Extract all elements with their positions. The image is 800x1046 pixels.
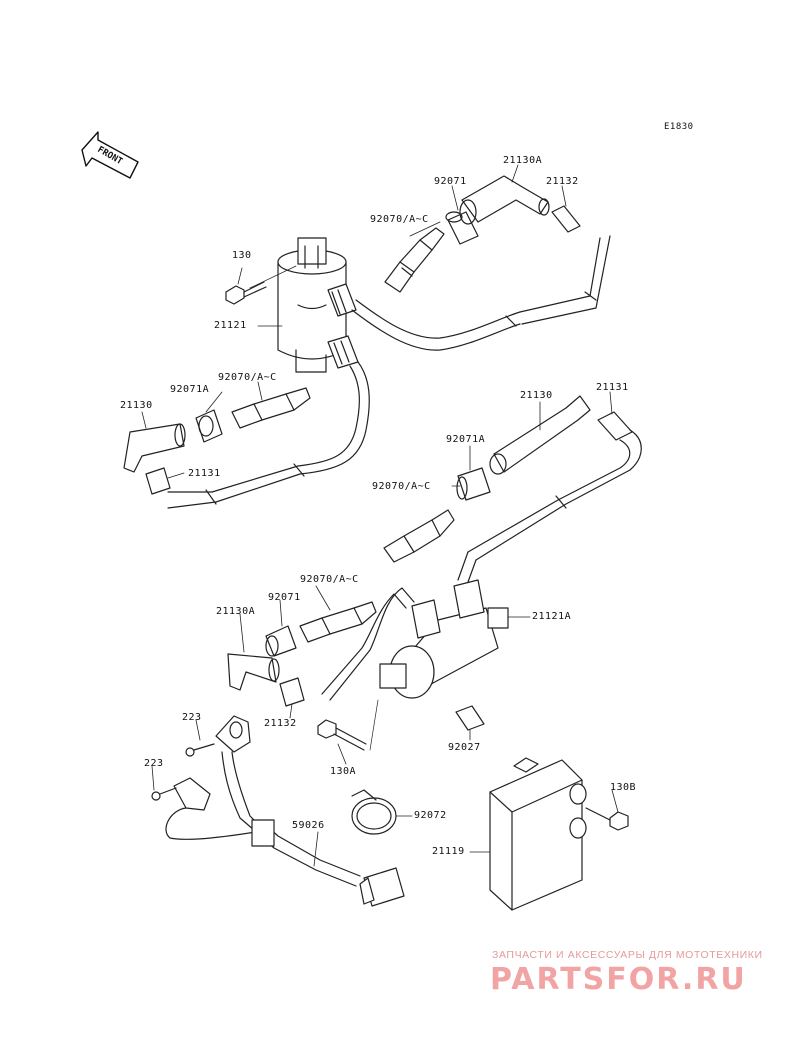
bolt-130 [225, 265, 297, 305]
cap-21132-top [551, 205, 581, 233]
bolt-130B [585, 807, 629, 831]
part-label-21130-right: 21130 [520, 390, 553, 401]
part-label-92072: 92072 [414, 810, 447, 821]
part-label-130: 130 [232, 250, 252, 261]
cap-21132-mid [279, 677, 305, 707]
part-label-92027: 92027 [448, 742, 481, 753]
part-label-130B: 130B [610, 782, 637, 793]
part-label-21130-left: 21130 [120, 400, 153, 411]
cap-21131-right [597, 411, 633, 441]
ht-lead-top [351, 235, 611, 351]
part-label-21132-top: 21132 [546, 176, 579, 187]
ignition-coil-21121A [379, 607, 509, 699]
plug-boot-21130A-mid [227, 653, 280, 691]
bolt-130A [317, 699, 379, 751]
part-label-92071A-left: 92071A [170, 384, 210, 395]
part-label-92071-mid: 92071 [268, 592, 301, 603]
part-label-21130A-top: 21130A [503, 155, 543, 166]
part-label-92070-left: 92070/A~C [218, 372, 277, 383]
sleeve-92027 [455, 705, 485, 731]
part-label-92070-top: 92070/A~C [370, 214, 429, 225]
ht-lead-left [167, 361, 370, 509]
ht-lead-right [457, 429, 642, 583]
part-label-21119: 21119 [432, 846, 465, 857]
part-label-21130A-mid: 21130A [216, 606, 256, 617]
plug-cap-92071-mid [265, 625, 297, 657]
screw-223-b [151, 787, 177, 801]
ht-lead-mid [321, 587, 415, 701]
igniter-unit-21119 [489, 757, 587, 911]
screw-223-a [185, 743, 215, 757]
coil-terminal-upper [327, 283, 357, 317]
watermark-tagline: ЗАПЧАСТИ И АКСЕССУАРЫ ДЛЯ МОТОТЕХНИКИ [492, 949, 763, 961]
cap-21131-left [145, 467, 171, 495]
part-label-223-a: 223 [182, 712, 202, 723]
plug-boot-21130-left [123, 423, 186, 473]
spark-plug-mid [299, 601, 377, 643]
part-label-223-b: 223 [144, 758, 164, 769]
watermark-brand: PARTSFOR.RU [490, 962, 747, 997]
plug-boot-21130-right [489, 395, 591, 475]
spark-plug-right [383, 509, 455, 563]
clamp-92072 [351, 789, 397, 835]
part-label-92070-right: 92070/A~C [372, 481, 431, 492]
spark-plug-left [231, 387, 311, 429]
part-label-21132-mid: 21132 [264, 718, 297, 729]
coil-terminal-lower [327, 335, 359, 369]
diagram-code: E1830 [664, 122, 694, 132]
plug-cap-92071A-left [195, 409, 223, 443]
part-label-21121: 21121 [214, 320, 247, 331]
pickup-coil-assembly [165, 715, 361, 887]
plug-cap-92071A-right [456, 467, 491, 501]
part-label-130A: 130A [330, 766, 357, 777]
part-label-21131-left: 21131 [188, 468, 221, 479]
part-label-92070-mid: 92070/A~C [300, 574, 359, 585]
front-arrow-icon: FRONT [81, 131, 139, 179]
connector-59026 [359, 867, 405, 907]
plug-boot-21130A-top [459, 175, 550, 225]
spark-plug-top [384, 227, 445, 293]
part-label-59026: 59026 [292, 820, 325, 831]
leader-lines [141, 164, 619, 867]
ignition-coil-21121 [277, 237, 347, 373]
plug-cap-92071-top [445, 211, 479, 245]
part-label-92071-top: 92071 [434, 176, 467, 187]
part-label-92071A-right: 92071A [446, 434, 486, 445]
part-label-21121A: 21121A [532, 611, 572, 622]
coil-terminal-21121A-a [411, 599, 441, 639]
part-label-21131-right: 21131 [596, 382, 629, 393]
coil-terminal-21121A-b [453, 579, 485, 619]
